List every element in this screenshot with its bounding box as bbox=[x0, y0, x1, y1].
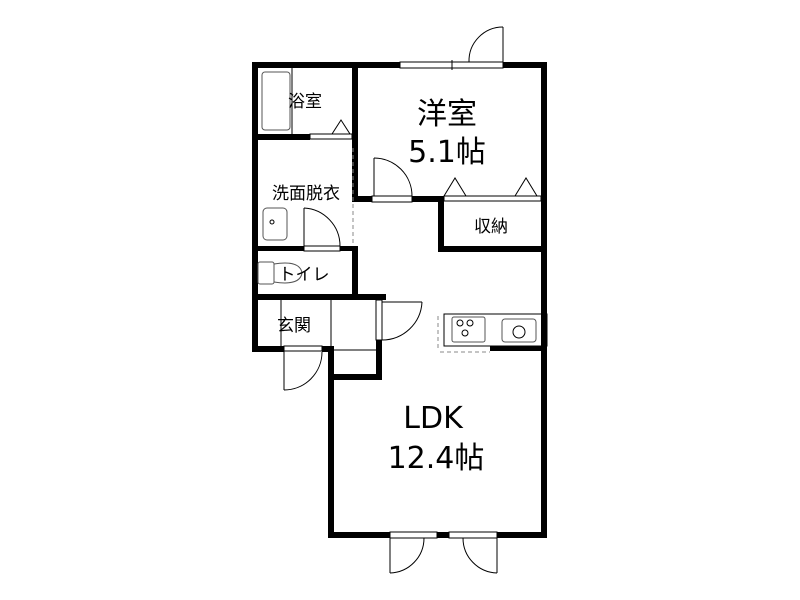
room-label-western: 洋室 bbox=[417, 97, 477, 132]
sink-icon bbox=[501, 318, 537, 343]
room-label-bath: 浴室 bbox=[288, 92, 322, 112]
room-bath: 浴室 bbox=[261, 68, 353, 140]
room-label-toilet: トイレ bbox=[279, 265, 330, 285]
window-top bbox=[399, 60, 504, 70]
room-washroom: 洗面脱衣 bbox=[262, 148, 354, 252]
room-size-ldk: 12.4帖 bbox=[388, 441, 485, 476]
kitchen-counter bbox=[437, 313, 548, 353]
room-ldk: LDK 12.4帖 bbox=[388, 401, 498, 574]
room-toilet: トイレ bbox=[257, 261, 330, 285]
stove-burner-icon bbox=[466, 319, 474, 327]
room-size-western: 5.1帖 bbox=[408, 135, 486, 170]
room-label-storage: 収納 bbox=[474, 217, 508, 237]
door-balcony[interactable] bbox=[468, 26, 504, 63]
room-storage: 収納 bbox=[474, 217, 508, 237]
walls bbox=[252, 62, 547, 538]
stove-burner-icon bbox=[461, 329, 469, 337]
stove-burner-icon bbox=[456, 319, 464, 327]
room-label-ldk: LDK bbox=[403, 401, 464, 436]
room-western: 洋室 5.1帖 bbox=[371, 97, 542, 203]
room-label-entrance: 玄関 bbox=[277, 316, 311, 336]
room-entrance: 玄関 bbox=[277, 299, 423, 391]
room-label-washroom: 洗面脱衣 bbox=[272, 184, 340, 204]
